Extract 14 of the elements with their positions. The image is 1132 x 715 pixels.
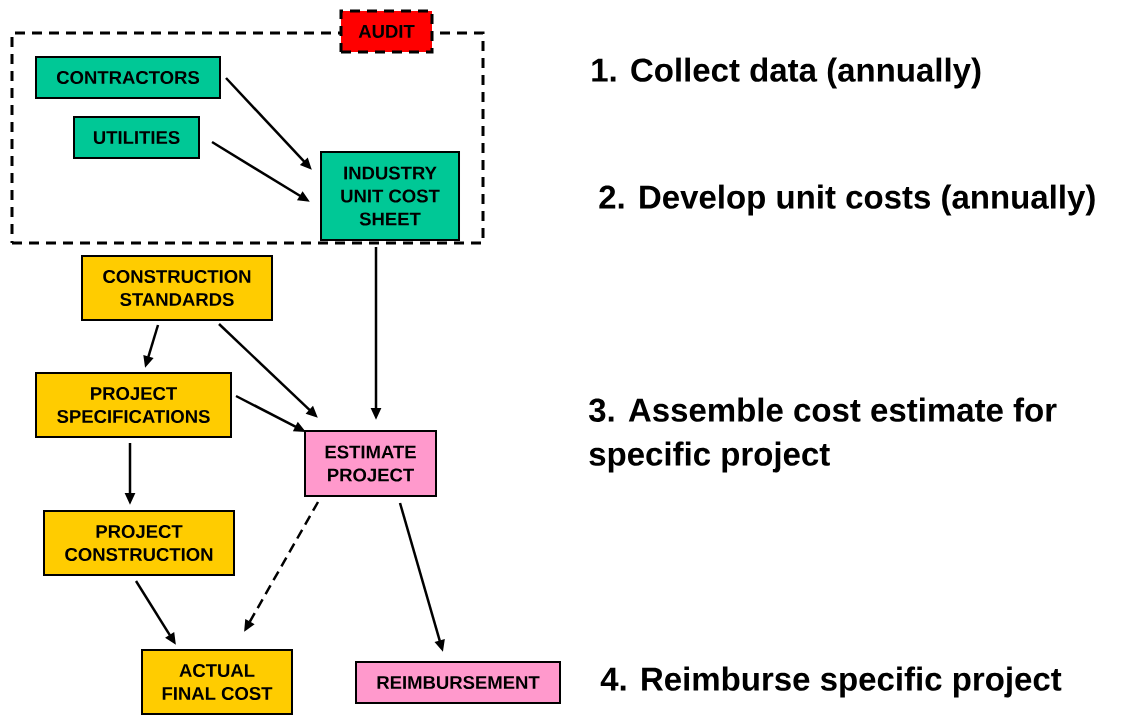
- step-label: 3. Assemble cost estimate for specific project: [588, 397, 1057, 473]
- step-box: INDUSTRY UNIT COST SHEET: [320, 151, 460, 241]
- step-label: 4. Reimburse specific project: [600, 666, 1062, 698]
- step-box: CONSTRUCTION STANDARDS: [81, 255, 273, 321]
- step-box: PROJECT SPECIFICATIONS: [35, 372, 232, 438]
- audit-box: AUDIT: [339, 9, 434, 54]
- step-box: CONTRACTORS: [35, 56, 221, 99]
- step-box: REIMBURSEMENT: [355, 661, 561, 704]
- step-label: 2. Develop unit costs (annually): [599, 184, 1095, 216]
- step-label: 1. Collect data (annually): [592, 57, 981, 89]
- step-box: PROJECT CONSTRUCTION: [43, 510, 235, 576]
- step-box: UTILITIES: [73, 116, 200, 159]
- step-box: ESTIMATE PROJECT: [304, 430, 437, 497]
- step-box: ACTUAL FINAL COST: [141, 649, 293, 715]
